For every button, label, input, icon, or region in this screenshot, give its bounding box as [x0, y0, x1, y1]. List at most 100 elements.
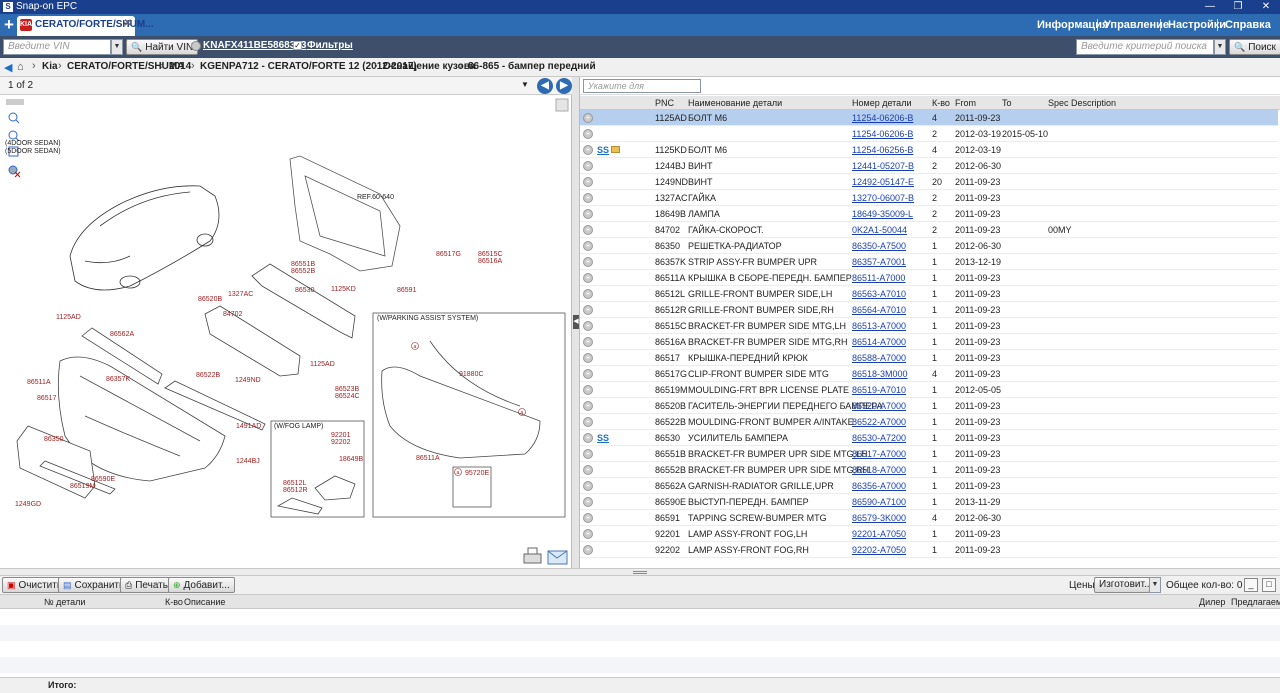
cell-part[interactable]: 86357-A7001: [852, 257, 907, 267]
cell-part[interactable]: 18649-35009-L: [852, 209, 914, 219]
cell-part[interactable]: 86522-A7000: [852, 417, 907, 427]
add-to-basket-icon[interactable]: +: [583, 241, 593, 251]
menu-manage[interactable]: Управление: [1104, 19, 1170, 31]
breadcrumb-catalog[interactable]: KGENPA712 - CERATO/FORTE 12 (2012-2017): [200, 61, 417, 72]
vertical-splitter[interactable]: ◀: [572, 77, 580, 568]
add-to-basket-icon[interactable]: +: [583, 289, 593, 299]
callout-1327AC[interactable]: 1327AC: [228, 291, 253, 298]
col-to[interactable]: To: [1002, 98, 1012, 108]
breadcrumb-year[interactable]: 2014: [169, 61, 192, 72]
callout-1125KD[interactable]: 1125KD: [331, 286, 356, 293]
parts-diagram[interactable]: (4DOOR SEDAN) (5DOOR SEDAN) REF.60-640: [0, 96, 572, 568]
add-to-basket-icon[interactable]: +: [583, 353, 593, 363]
callout-84702[interactable]: 84702: [223, 311, 243, 318]
horizontal-splitter[interactable]: [0, 568, 1280, 576]
cell-part[interactable]: 11254-06206-B: [852, 129, 914, 139]
maximize-basket-icon[interactable]: □: [1262, 578, 1276, 592]
cell-part[interactable]: 92201-A7050: [852, 529, 907, 539]
callout-86590E[interactable]: 86590E: [91, 476, 115, 483]
callout-86522B[interactable]: 86522B: [196, 372, 220, 379]
cell-part[interactable]: 86530-A7200: [852, 433, 907, 443]
minimize-button[interactable]: —: [1205, 1, 1215, 12]
cell-part[interactable]: 86350-A7500: [852, 241, 907, 251]
cell-part[interactable]: 92202-A7050: [852, 545, 907, 555]
callout-1249ND[interactable]: 1249ND: [235, 377, 261, 384]
cell-part[interactable]: 86513-A7000: [852, 321, 907, 331]
add-to-basket-icon[interactable]: +: [583, 465, 593, 475]
basket-col-part[interactable]: № детали: [44, 597, 86, 607]
prev-page-button[interactable]: ◀: [537, 78, 553, 94]
menu-info[interactable]: Информация: [1037, 19, 1109, 31]
cell-part[interactable]: 11254-06256-B: [852, 145, 914, 155]
callout-86511A[interactable]: 86511A: [416, 455, 440, 462]
callout-86516A[interactable]: 86516A: [478, 258, 502, 265]
cell-part[interactable]: 86564-A7010: [852, 305, 907, 315]
callout-92202[interactable]: 92202: [331, 439, 351, 446]
cell-part[interactable]: 11254-06206-B: [852, 113, 914, 123]
add-to-basket-icon[interactable]: +: [583, 145, 593, 155]
collapse-handle-icon[interactable]: ◀: [573, 315, 579, 329]
callout-1491AD[interactable]: 1491AD: [236, 423, 261, 430]
tab-cerato[interactable]: KIA CERATO/FORTE/SHUM... ✕: [17, 16, 154, 36]
col-spec[interactable]: Spec Description: [1048, 98, 1117, 108]
callout-86512R[interactable]: 86512R: [283, 487, 308, 494]
callout-86552B[interactable]: 86552B: [291, 268, 315, 275]
cell-part[interactable]: 0K2A1-50044: [852, 225, 908, 235]
callout-86517G[interactable]: 86517G: [436, 251, 461, 258]
zoom-in-icon[interactable]: [8, 112, 20, 124]
add-to-basket-icon[interactable]: +: [583, 193, 593, 203]
cell-part[interactable]: 86563-A7010: [852, 289, 907, 299]
diagram-corner-button[interactable]: [555, 98, 569, 112]
callout-86562A[interactable]: 86562A: [110, 331, 134, 338]
cell-part[interactable]: 86588-A7000: [852, 353, 907, 363]
cell-part[interactable]: 12441-05207-B: [852, 161, 915, 171]
ss-link[interactable]: SS: [597, 433, 610, 443]
callout-1125AD[interactable]: 1125AD: [310, 361, 335, 368]
basket-col-qty[interactable]: К-во: [165, 597, 183, 607]
add-to-basket-icon[interactable]: +: [583, 417, 593, 427]
add-to-basket-icon[interactable]: +: [583, 209, 593, 219]
add-to-basket-icon[interactable]: +: [583, 513, 593, 523]
cell-part[interactable]: 86579-3K000: [852, 513, 907, 523]
callout-86551B[interactable]: 86551B: [291, 261, 315, 268]
callout-86350[interactable]: 86350: [44, 436, 64, 443]
find-vin-button[interactable]: 🔍Найти VIN: [126, 39, 199, 55]
add-to-basket-icon[interactable]: +: [583, 337, 593, 347]
cell-part[interactable]: 86511-A7000: [852, 273, 906, 283]
add-to-basket-icon[interactable]: +: [583, 113, 593, 123]
new-tab-button[interactable]: +: [4, 15, 14, 34]
add-to-basket-icon[interactable]: +: [583, 369, 593, 379]
callout-86523B[interactable]: 86523B: [335, 386, 359, 393]
callout-86512L[interactable]: 86512L: [283, 480, 306, 487]
callout-86517[interactable]: 86517: [37, 395, 57, 402]
basket-col-desc[interactable]: Описание: [184, 597, 226, 607]
col-name[interactable]: Наименование детали: [688, 98, 783, 108]
cell-part[interactable]: 86590-A7100: [852, 497, 907, 507]
add-to-basket-icon[interactable]: +: [583, 129, 593, 139]
breadcrumb-model[interactable]: CERATO/FORTE/SHUMA: [67, 61, 185, 72]
callout-86511A[interactable]: 86511A: [27, 379, 51, 386]
save-basket-button[interactable]: ▤Сохранить: [58, 577, 130, 593]
callout-1125AD[interactable]: 1125AD: [56, 314, 81, 321]
cell-part[interactable]: 86519-A7010: [852, 385, 907, 395]
cell-part[interactable]: 86514-A7000: [852, 337, 907, 347]
vin-link[interactable]: KNAFX411BE5868353: [203, 40, 307, 51]
cell-part[interactable]: 86518-3M000: [852, 369, 908, 379]
cell-part[interactable]: 86517-A7000: [852, 449, 907, 459]
close-window-button[interactable]: ✕: [1261, 1, 1271, 12]
